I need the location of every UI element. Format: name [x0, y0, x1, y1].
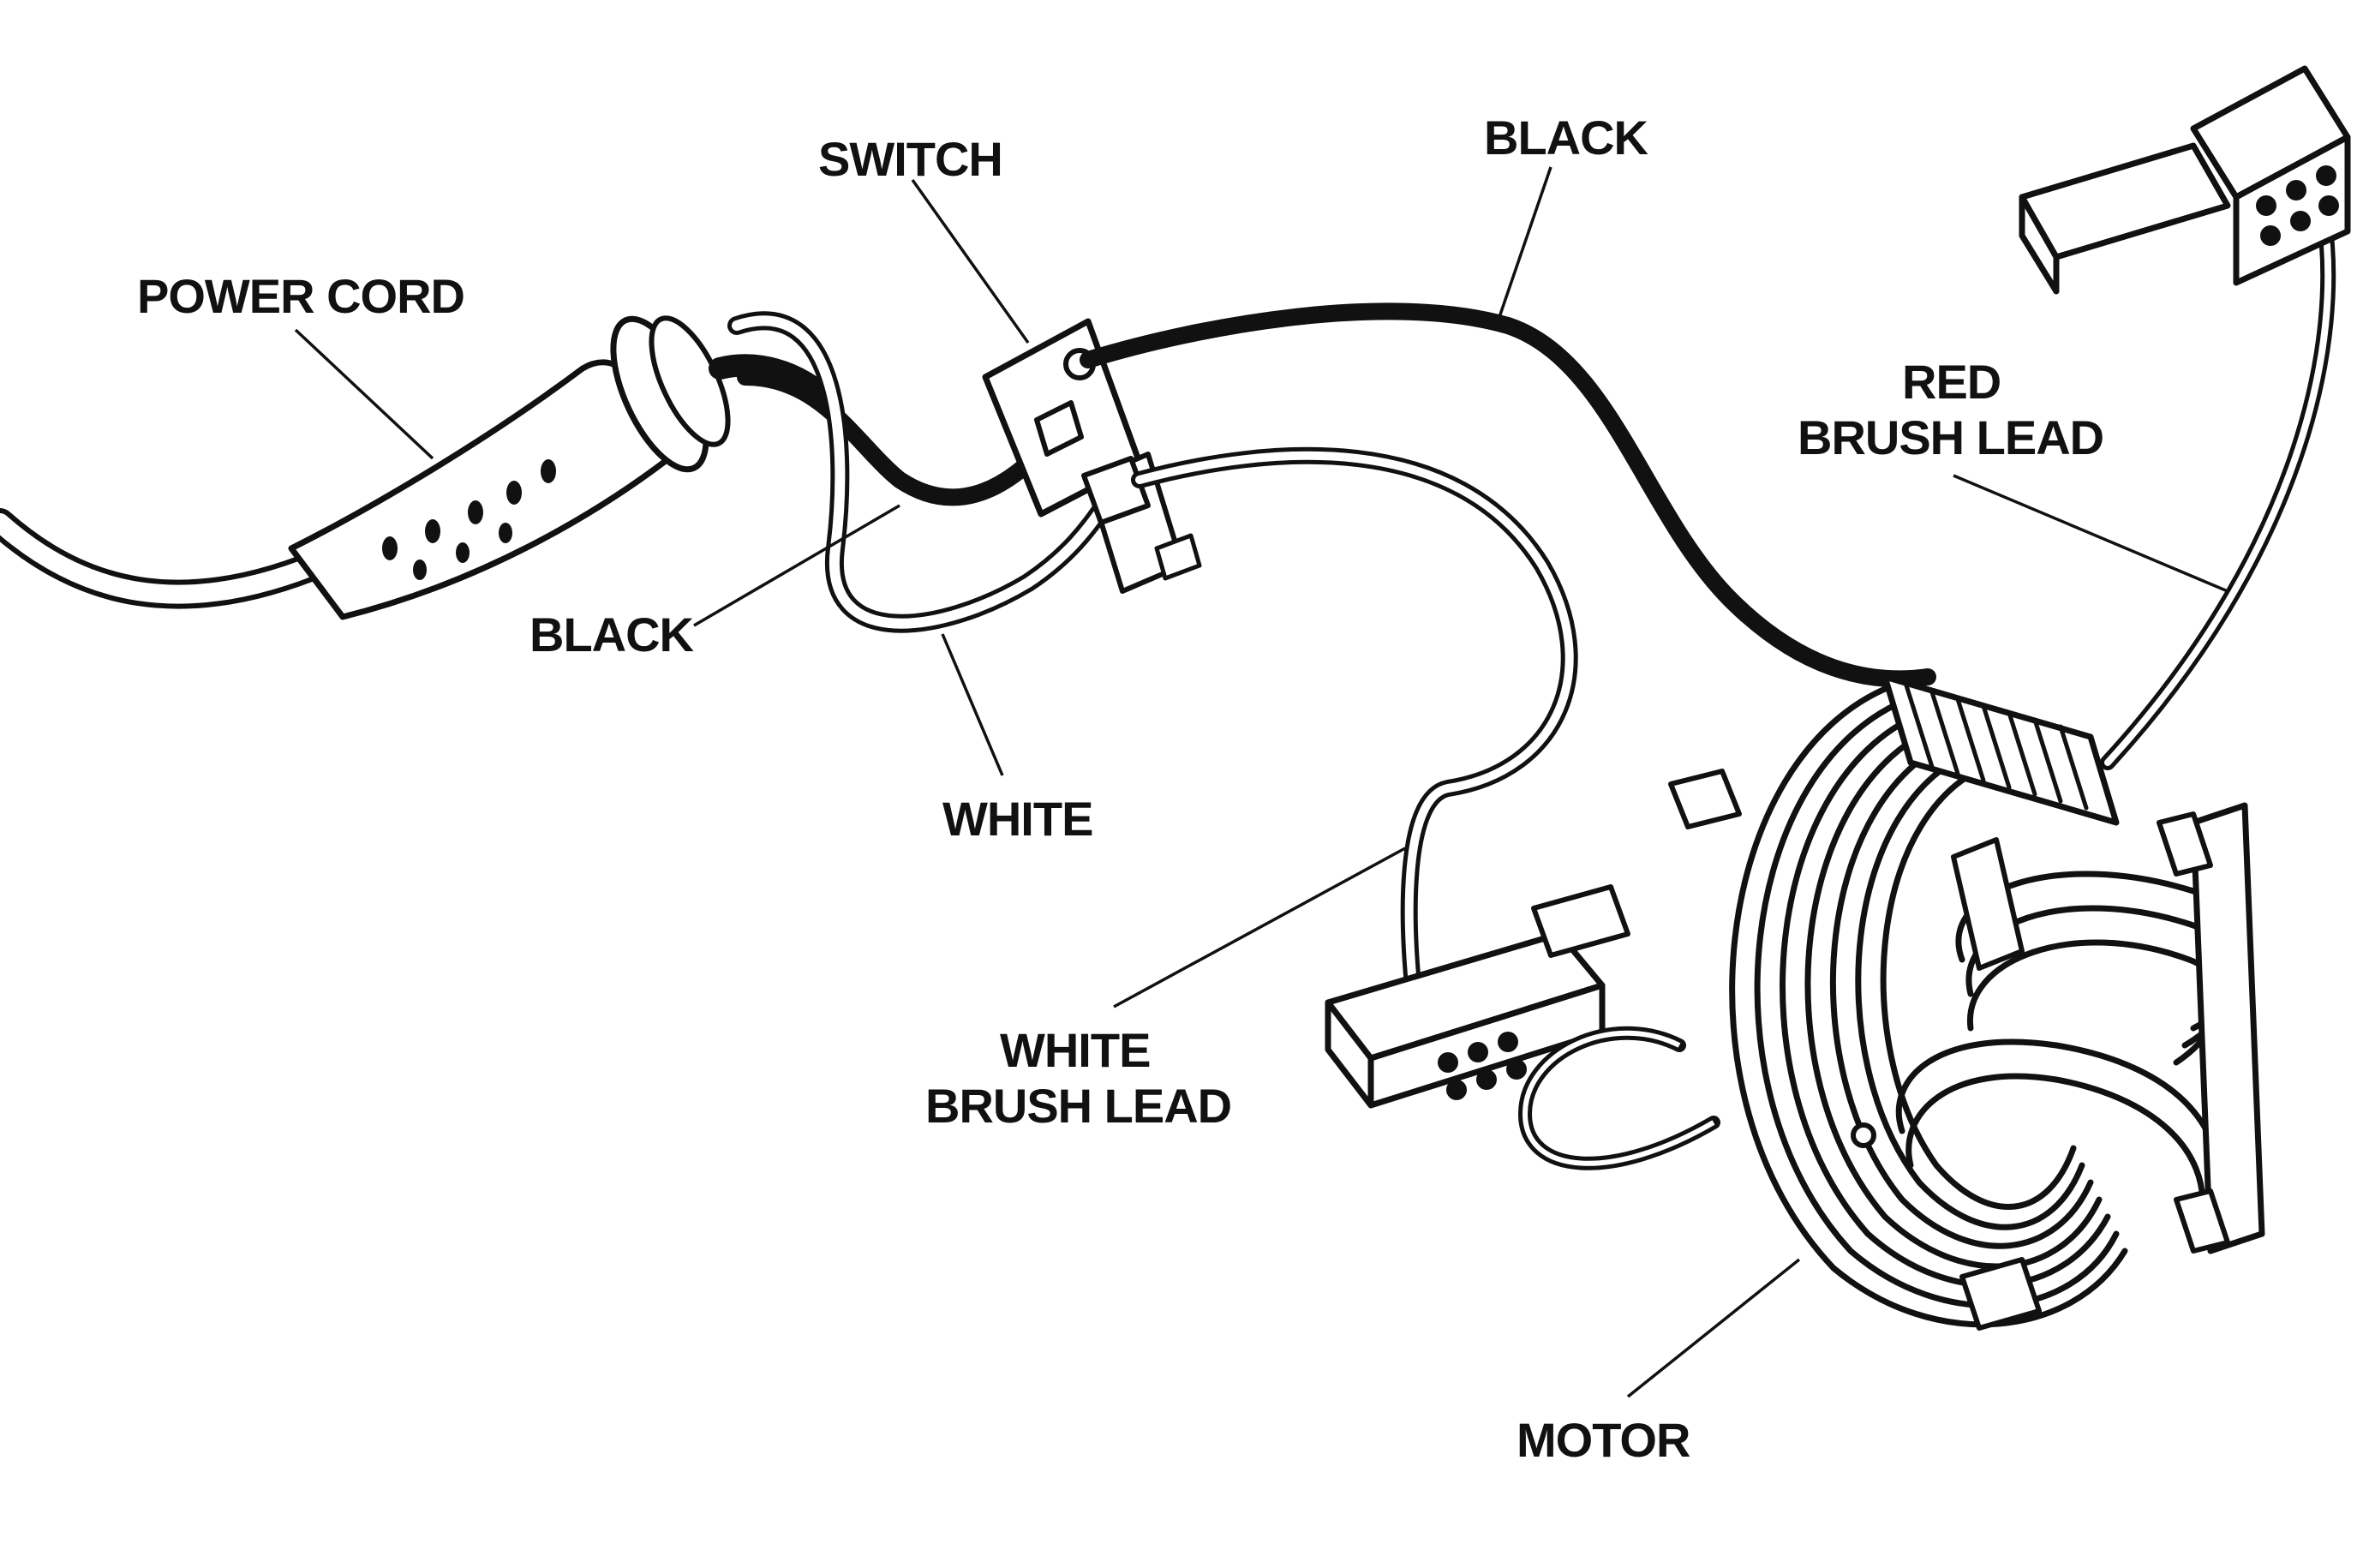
- label-switch: SWITCH: [818, 132, 1002, 186]
- black-cord-wire: [737, 368, 1062, 506]
- leader-lines: [294, 166, 2228, 1398]
- white-brush-wire: [1131, 446, 1578, 1002]
- red-brush-connector: [2019, 65, 2351, 295]
- power-cord: [0, 315, 842, 620]
- label-black-top: BLACK: [1484, 111, 1648, 165]
- white-brush-connector: [1325, 884, 1630, 1109]
- grip-dimples: [382, 459, 556, 580]
- motor: [1518, 673, 2265, 1331]
- label-white-brush-lead-2: BRUSH LEAD: [925, 1079, 1231, 1133]
- label-power-cord: POWER CORD: [137, 269, 464, 323]
- label-white: WHITE: [942, 792, 1092, 846]
- label-red-brush-lead-2: BRUSH LEAD: [1798, 410, 2103, 464]
- black-motor-wire: [1080, 302, 1936, 688]
- white-cord-wire: [727, 311, 1123, 633]
- label-red-brush-lead-1: RED: [1902, 355, 2001, 409]
- label-motor: MOTOR: [1517, 1413, 1690, 1467]
- label-white-brush-lead-1: WHITE: [1000, 1023, 1150, 1077]
- label-black-left: BLACK: [529, 607, 694, 661]
- switch: [982, 318, 1202, 594]
- labels: POWER CORD SWITCH BLACK BLACK WHITE RED …: [137, 111, 2104, 1467]
- red-brush-wire: [2100, 198, 2336, 770]
